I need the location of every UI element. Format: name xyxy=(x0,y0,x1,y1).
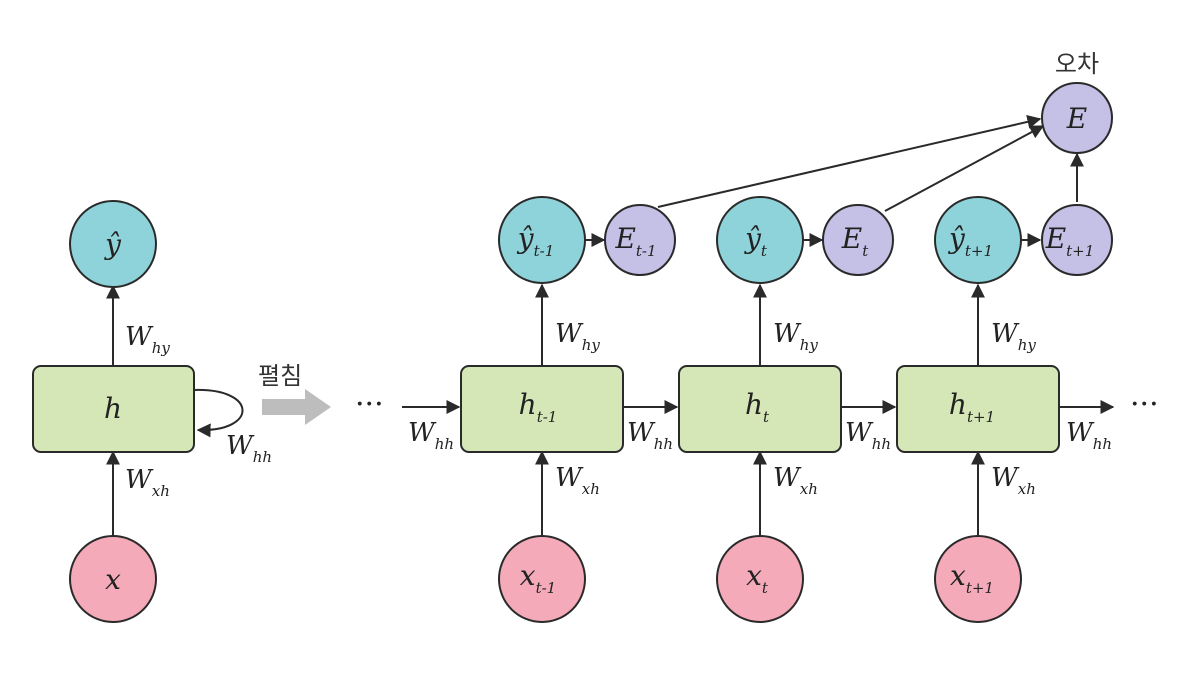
hidden-label-1: ht-1 xyxy=(519,388,558,426)
w-xh-label-2: Wxh xyxy=(773,463,818,498)
error-link-1 xyxy=(657,115,1042,208)
folded-output-node xyxy=(69,200,157,288)
time-step-3: ŷt+1 Et+1 ht+1 xt+1 Why Wxh xyxy=(896,196,1113,623)
folded-rnn: ŷ h x Why Wxh Whh xyxy=(32,200,272,623)
input-label-2: xt xyxy=(746,559,769,597)
input-label-3: xt+1 xyxy=(950,559,994,597)
unfold-arrow-icon xyxy=(262,389,331,425)
w-xh-label-3: Wxh xyxy=(991,463,1036,498)
input-label-1: xt-1 xyxy=(520,559,556,597)
time-step-1: ŷt-1 Et-1 ht-1 xt-1 Why Wxh xyxy=(460,196,676,623)
total-error-caption: 오차 xyxy=(1055,50,1099,78)
w-hh-label-1: Whh xyxy=(408,418,454,453)
hidden-box-1 xyxy=(460,365,624,453)
output-label-2: ŷt xyxy=(743,222,768,260)
input-node-2 xyxy=(716,535,804,623)
w-hh-label-2: Whh xyxy=(627,418,673,453)
unfold-label: 펼침 xyxy=(258,362,302,390)
folded-recurrent-loop xyxy=(193,388,244,438)
w-hy-label-1: Why xyxy=(555,319,600,354)
folded-hidden-label: h xyxy=(104,392,122,425)
unfold-indicator: 펼침 xyxy=(258,362,331,425)
folded-w-hy-label: Why xyxy=(125,322,170,357)
folded-input-node xyxy=(69,535,157,623)
output-label-1: ŷt-1 xyxy=(516,222,554,260)
output-node-1 xyxy=(498,196,586,284)
output-node-2 xyxy=(716,196,804,284)
w-hh-label-out: Whh xyxy=(1066,418,1112,453)
hidden-box-2 xyxy=(678,365,842,453)
ellipsis-left: ··· xyxy=(355,387,384,422)
w-hh-label-3: Whh xyxy=(845,418,891,453)
error-node-2 xyxy=(822,204,894,276)
output-node-3 xyxy=(934,196,1022,284)
error-label-1: Et-1 xyxy=(614,222,656,260)
output-label-3: ŷt+1 xyxy=(947,222,993,260)
w-hy-label-3: Why xyxy=(991,319,1036,354)
folded-input-label: x xyxy=(105,563,121,596)
error-link-2 xyxy=(884,125,1045,212)
error-node-1 xyxy=(604,204,676,276)
total-error-node xyxy=(1041,82,1113,154)
folded-output-label: ŷ xyxy=(103,228,122,261)
error-label-3: Et+1 xyxy=(1045,222,1095,260)
total-error-label: E xyxy=(1066,102,1087,135)
time-step-2: ŷt Et ht xt Why Wxh xyxy=(678,196,894,623)
hidden-label-3: ht+1 xyxy=(949,388,995,426)
error-node-3 xyxy=(1041,204,1113,276)
input-node-1 xyxy=(498,535,586,623)
w-hy-label-2: Why xyxy=(773,319,818,354)
hidden-box-3 xyxy=(896,365,1060,453)
error-label-2: Et xyxy=(841,222,869,260)
folded-w-hh-label: Whh xyxy=(226,431,272,466)
input-node-3 xyxy=(934,535,1022,623)
unfolded-rnn: ··· ··· Whh Whh Whh Whh 오차 E ŷt-1 Et-1 h… xyxy=(355,50,1159,623)
folded-w-xh-label: Wxh xyxy=(125,465,170,500)
ellipsis-right: ··· xyxy=(1130,387,1159,422)
folded-hidden-box xyxy=(32,365,195,453)
hidden-label-2: ht xyxy=(745,388,770,426)
w-xh-label-1: Wxh xyxy=(555,463,600,498)
